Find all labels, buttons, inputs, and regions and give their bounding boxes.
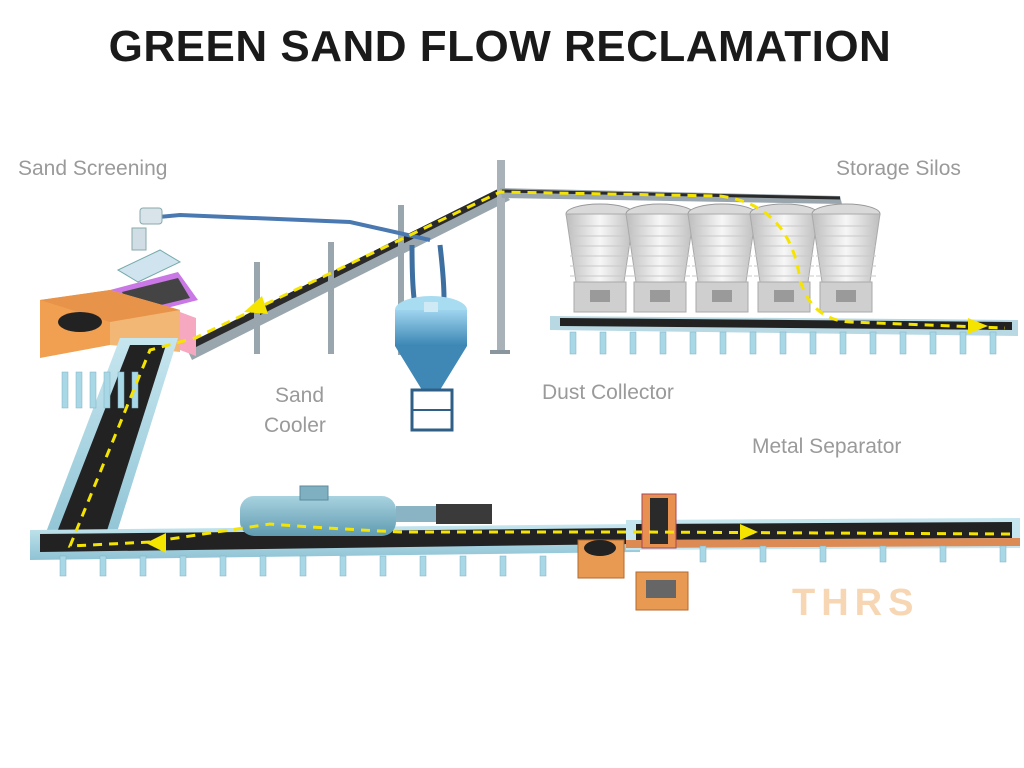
thrs-logo: THRS [792,582,920,624]
storage-silo [811,203,881,313]
conveyor-support-leg [899,331,907,355]
label-sand-cooler-line1: Sand [275,384,325,407]
storage-silo [625,203,695,313]
conveyor-support-leg [59,555,67,577]
dust-collector [395,244,467,432]
conveyor-support-leg [89,371,97,409]
conveyor-support-leg [459,555,467,577]
storage-silos [565,203,881,313]
conveyor-support-leg [719,331,727,355]
conveyor-support-leg [179,555,187,577]
conveyor-support-leg [103,371,111,409]
silo-base-conveyor [550,316,1018,355]
conveyor-support-leg [75,371,83,409]
conveyor-support-leg [219,555,227,577]
flow-arrow [146,533,166,553]
conveyor-support-leg [779,331,787,355]
conveyor-support-leg [939,545,947,563]
conveyor-support-leg [839,331,847,355]
conveyor-support-leg [689,331,697,355]
conveyor-support-leg [629,331,637,355]
sand-flow-path [67,190,1011,553]
conveyor-support-leg [989,331,997,355]
conveyor-support-leg [131,371,139,409]
flow-arrow [968,318,988,334]
label-storage-silos: Storage Silos [836,157,961,180]
conveyor-support-leg [419,555,427,577]
conveyor-support-leg [749,331,757,355]
conveyor-support-leg [499,555,507,577]
storage-silo [565,203,635,313]
conveyor-support-leg [139,555,147,577]
conveyor-support-leg [539,555,547,577]
conveyor-support-leg [929,331,937,355]
conveyor-support-leg [819,545,827,563]
conveyor-support-leg [379,555,387,577]
storage-silo [749,203,819,313]
conveyor-support-leg [599,331,607,355]
conveyor-support-leg [999,545,1007,563]
top-conveyor [500,188,842,204]
flow-arrow [244,296,268,314]
conveyor-support-leg [809,331,817,355]
label-sand-screening: Sand Screening [18,157,168,180]
conveyor-support-leg [117,371,125,409]
bottom-conveyor [30,524,640,577]
conveyor-support-leg [99,555,107,577]
conveyor-support-leg [299,555,307,577]
conveyor-support-leg [61,371,69,409]
label-metal-separator: Metal Separator [752,435,902,458]
conveyor-support-leg [569,331,577,355]
conveyor-support-leg [699,545,707,563]
return-conveyor-left [40,338,178,548]
storage-silo [687,203,757,313]
conveyor-support-leg [259,555,267,577]
conveyor-support-leg [759,545,767,563]
conveyor-support-leg [869,331,877,355]
conveyor-support-leg [339,555,347,577]
sand-screening-unit [40,207,431,358]
metal-separator [577,493,1020,611]
page-title: GREEN SAND FLOW RECLAMATION [108,22,892,71]
label-sand-cooler-line2: Cooler [264,414,326,437]
conveyor-support-leg [659,331,667,355]
flow-arrow [740,524,758,540]
conveyor-support-leg [879,545,887,563]
sand-cooler [240,485,492,536]
label-dust-collector: Dust Collector [542,381,674,404]
conveyor-support-leg [959,331,967,355]
